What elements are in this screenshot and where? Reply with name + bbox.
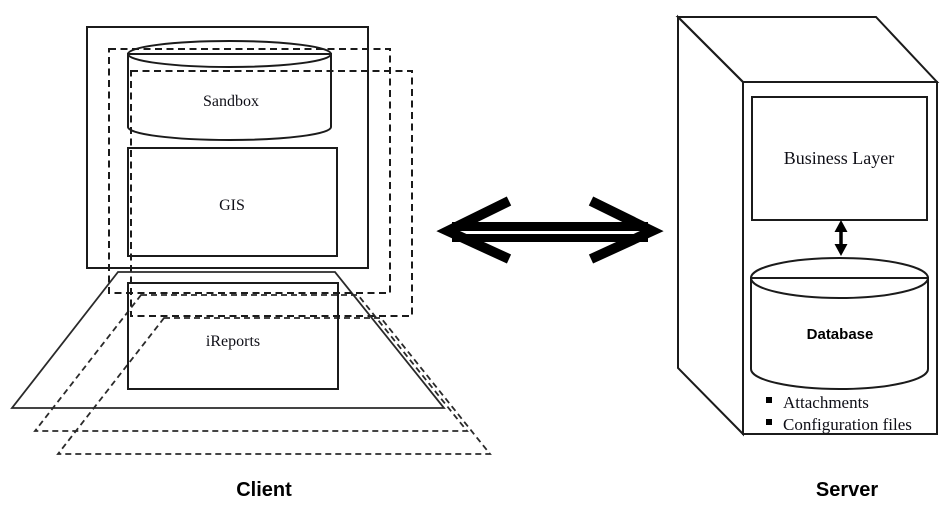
- arrow-shaft-bottom: [452, 234, 648, 242]
- business-layer-box: [751, 96, 928, 221]
- business-layer-label: Business Layer: [784, 148, 894, 168]
- database-label: Database: [807, 326, 874, 343]
- server-caption: Server: [816, 479, 878, 501]
- client-sheet-front: [10, 271, 446, 409]
- sandbox-cylinder-top: [127, 40, 332, 68]
- server-box-left-face: [677, 14, 744, 437]
- bidirectional-arrow-icon: [436, 196, 664, 264]
- bullet-attachments: Attachments: [783, 393, 869, 412]
- client-group: Sandbox GIS iReports Client: [10, 26, 492, 501]
- sandbox-cylinder-body: [127, 53, 332, 141]
- server-bullet-list: Attachments Configuration files: [766, 393, 912, 434]
- ireports-label: iReports: [206, 333, 260, 350]
- client-window-frame: [86, 26, 369, 269]
- arrow-head-right: [588, 196, 664, 264]
- vertical-double-arrow-icon: [834, 220, 848, 256]
- database-cylinder-icon: [750, 257, 929, 390]
- arrow-shaft-top: [452, 222, 648, 231]
- server-group: Business Layer Database Attachments Conf…: [675, 14, 940, 501]
- client-window-back-dashed: [130, 70, 413, 317]
- client-sheet-back-dashed: [56, 317, 492, 455]
- server-box-front-face: [742, 81, 938, 435]
- database-cylinder-body: [750, 277, 929, 390]
- database-cylinder-top: [750, 257, 929, 299]
- client-caption: Client: [236, 479, 292, 501]
- arrow-head-left: [436, 196, 512, 264]
- bullet-square-icon: [766, 419, 772, 425]
- vertical-arrow-head-up: [834, 220, 848, 232]
- bullet-configuration-files: Configuration files: [783, 415, 912, 434]
- client-window-mid-dashed: [108, 48, 391, 294]
- gis-label: GIS: [219, 197, 245, 214]
- gis-box: [127, 147, 338, 257]
- ireports-box: [127, 282, 339, 390]
- vertical-arrow-head-down: [834, 244, 848, 256]
- sandbox-label: Sandbox: [203, 93, 259, 110]
- sandbox-cylinder-icon: [127, 40, 332, 141]
- client-sheet-mid-dashed: [33, 294, 469, 432]
- server-box-top-face: [675, 16, 940, 83]
- bullet-square-icon: [766, 397, 772, 403]
